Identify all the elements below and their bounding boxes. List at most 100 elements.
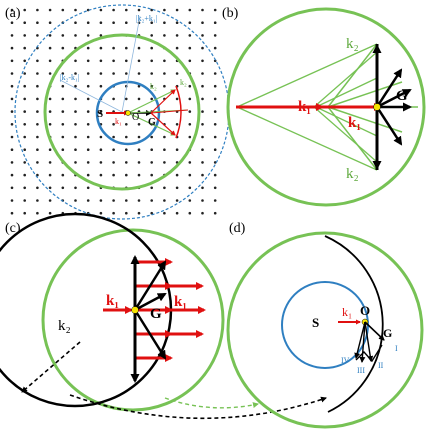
k2-bottom-label: k₂ — [346, 166, 359, 182]
lattice-dot — [150, 135, 153, 139]
k2-dashed-arrow-c — [21, 341, 81, 393]
lattice-dot — [23, 199, 27, 202]
ring-k2-label-a: k₂ — [180, 78, 187, 87]
lattice-dot — [201, 21, 204, 25]
lattice-dot — [36, 199, 39, 202]
lattice-dot — [213, 110, 217, 113]
lattice-dot — [36, 211, 39, 215]
lattice-dot — [99, 21, 103, 25]
k1-arrow-mid — [150, 109, 189, 114]
lattice-dot — [137, 211, 141, 215]
lattice-dot — [112, 135, 115, 139]
lattice-dot — [23, 84, 27, 88]
lattice-dot — [86, 161, 90, 164]
lattice-dot — [48, 97, 52, 101]
panel-b-label: (b) — [222, 6, 239, 21]
lattice-dot — [86, 21, 90, 25]
k1-label: k₁ — [115, 117, 122, 126]
diff-radius-label: |k₂-k₁| — [60, 73, 79, 82]
lattice-dot — [61, 84, 65, 88]
lattice-dot — [10, 84, 14, 88]
reciprocal-lattice-dots — [10, 8, 217, 215]
lattice-dot — [188, 123, 192, 126]
lattice-dot — [36, 21, 39, 25]
panel-d-label: (d) — [229, 221, 246, 236]
lattice-dot — [86, 123, 90, 126]
lattice-dot — [213, 161, 217, 164]
lattice-dot — [137, 59, 141, 63]
lattice-dot — [201, 72, 204, 75]
lattice-dot — [137, 173, 141, 177]
arrow-iii-d — [359, 321, 366, 363]
lattice-dot — [10, 21, 14, 25]
lattice-dot — [74, 21, 77, 25]
lattice-dot — [74, 72, 77, 75]
lattice-dot — [10, 161, 14, 164]
lattice-dot — [188, 46, 192, 50]
lattice-dot — [213, 34, 217, 37]
lattice-dot — [112, 72, 115, 75]
lattice-dot — [74, 186, 77, 190]
lattice-dot — [213, 84, 217, 88]
ewald-circle-c — [41, 228, 225, 412]
lattice-dot — [150, 46, 153, 50]
lattice-dot — [36, 186, 39, 190]
lattice-dot — [61, 110, 65, 113]
lattice-dot — [61, 46, 65, 50]
lattice-dot — [74, 8, 77, 12]
black-arrow-down-right-b — [375, 106, 403, 146]
lattice-dot — [61, 123, 65, 126]
panel-a: (a) |k₂+k₁| |k₂-k₁| S k₁ O G k₂ k₂ — [5, 4, 230, 220]
s-label: S — [97, 108, 103, 120]
lattice-dot — [175, 148, 179, 151]
lattice-dot — [175, 97, 179, 101]
arrow-ii-d — [364, 321, 374, 362]
panel-c-label: (c) — [5, 221, 21, 236]
lattice-dot — [163, 84, 166, 88]
lattice-dot — [188, 21, 192, 25]
lattice-dot — [48, 8, 52, 12]
lattice-dot — [61, 97, 65, 101]
lattice-dot — [175, 123, 179, 126]
lattice-dot — [137, 161, 141, 164]
lattice-dot — [125, 97, 128, 101]
transfer-dashed-black — [69, 394, 327, 420]
lattice-dot — [201, 186, 204, 190]
lattice-dot — [201, 148, 204, 151]
lattice-dot — [74, 161, 77, 164]
lattice-dot — [23, 186, 27, 190]
lattice-dot — [99, 148, 103, 151]
k1-arrow-down — [150, 112, 176, 136]
lattice-dot — [61, 173, 65, 177]
lattice-dot — [188, 59, 192, 63]
lattice-dot — [86, 72, 90, 75]
lattice-dot — [61, 186, 65, 190]
lattice-dot — [175, 21, 179, 25]
lattice-dot — [213, 186, 217, 190]
lattice-dot — [86, 97, 90, 101]
lattice-dot — [137, 148, 141, 151]
lattice-dot — [163, 186, 166, 190]
lattice-dot — [36, 72, 39, 75]
lattice-dot — [112, 21, 115, 25]
lattice-dot — [175, 186, 179, 190]
lattice-dot — [175, 72, 179, 75]
green-fan-1 — [327, 43, 378, 108]
black-arrow-g-b — [376, 88, 412, 109]
lattice-dot — [201, 84, 204, 88]
lattice-dot — [23, 173, 27, 177]
green-fan-2 — [327, 106, 378, 171]
lattice-dot — [175, 46, 179, 50]
roman-ii: II — [378, 361, 384, 370]
lattice-dot — [74, 84, 77, 88]
lattice-dot — [150, 186, 153, 190]
lattice-dot — [86, 46, 90, 50]
lattice-dot — [150, 34, 153, 37]
lattice-dot — [10, 173, 14, 177]
lattice-dot — [99, 34, 103, 37]
k1-mid-label: k₁ — [348, 115, 361, 131]
lattice-dot — [163, 8, 166, 12]
lattice-dot — [163, 211, 166, 215]
lattice-dot — [188, 211, 192, 215]
lattice-dot — [201, 123, 204, 126]
